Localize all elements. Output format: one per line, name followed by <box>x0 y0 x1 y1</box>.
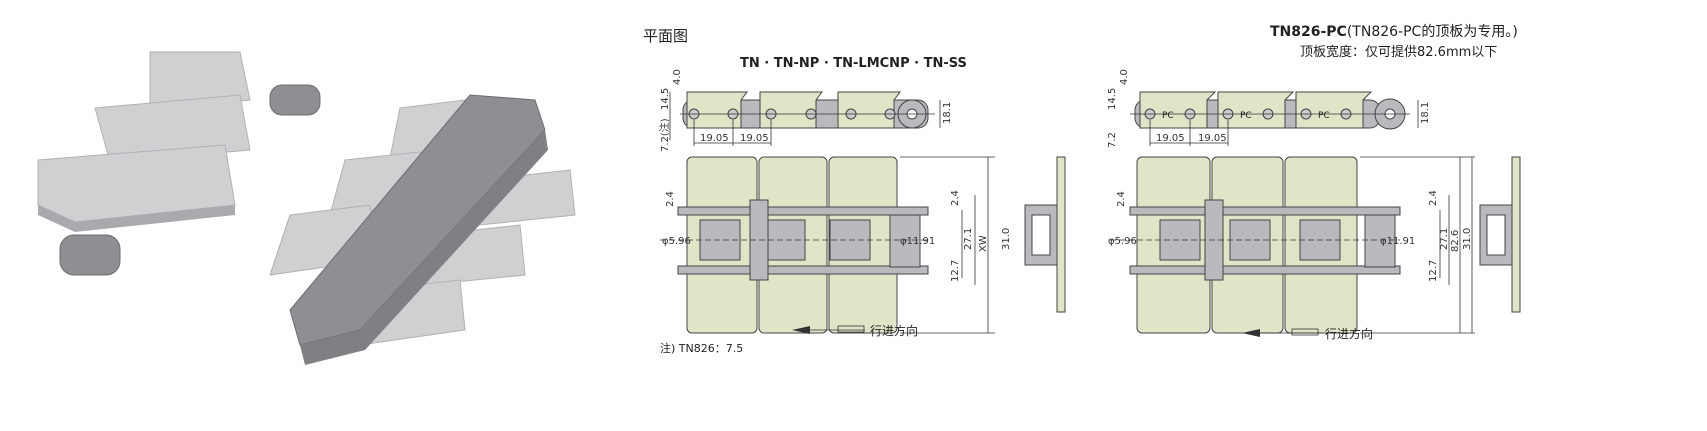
dim-gap-left: 2.4 <box>665 191 676 207</box>
svg-text:TN826-PC(TN826-PC的顶板为专用。): TN826-PC(TN826-PC的顶板为专用。) <box>1270 24 1518 40</box>
plate-mark-2: PC <box>1240 111 1252 121</box>
dim-width-xw: XW <box>978 235 989 252</box>
product-photo-chain-side <box>269 94 576 365</box>
pc-title: TN826-PC <box>1270 24 1347 40</box>
direction-label: 行进方向 <box>870 323 918 338</box>
dim-pin-diameter: φ5.96 <box>662 236 691 247</box>
pc-dim-bottom: 7.2 <box>1107 132 1118 148</box>
dim-pitch-2: 19.05 <box>740 133 769 144</box>
plan-view-heading: 平面图 <box>643 27 688 45</box>
pc-dim-pitch-1: 19.05 <box>1156 133 1185 144</box>
dim-gap-right: 2.4 <box>950 190 961 206</box>
plate-mark-3: PC <box>1318 111 1330 121</box>
end-view-pc <box>1479 156 1521 313</box>
end-view-standard <box>1024 156 1066 313</box>
dim-offset: 12.7 <box>950 260 961 282</box>
pc-subtitle: 顶板宽度：仅可提供82.6mm以下 <box>1300 44 1497 60</box>
dim-link-height: 18.1 <box>942 102 953 124</box>
series-title: TN · TN-NP · TN-LMCNP · TN-SS <box>740 56 967 71</box>
pc-dim-gap-left: 2.4 <box>1116 191 1127 207</box>
pc-dim-inner: 27.1 <box>1439 228 1450 250</box>
pc-title-note: (TN826-PC的顶板为专用。) <box>1347 24 1518 40</box>
pc-dim-edge: 31.0 <box>1462 228 1473 250</box>
dim-roller-diameter: φ11.91 <box>900 236 935 247</box>
pc-dim-top: 4.0 <box>1119 69 1130 85</box>
top-view-pc <box>1110 156 1475 334</box>
pc-dim-pin-diameter: φ5.96 <box>1108 236 1137 247</box>
dim-inner: 27.1 <box>963 228 974 250</box>
side-view-standard <box>669 91 941 146</box>
pc-direction-label: 行进方向 <box>1325 326 1373 341</box>
dim-pitch-1: 19.05 <box>700 133 729 144</box>
pc-dim-roller-diameter: φ11.91 <box>1380 236 1415 247</box>
product-photo-top-plate-chain <box>37 51 321 276</box>
pc-dim-link-height: 18.1 <box>1420 102 1431 124</box>
dim-edge: 31.0 <box>1001 228 1012 250</box>
dim-height: 14.5 <box>660 88 671 110</box>
side-view-pc <box>1130 91 1419 146</box>
pc-dim-offset: 12.7 <box>1428 260 1439 282</box>
dim-bottom: 7.2(注) <box>658 118 671 152</box>
pc-dim-height: 14.5 <box>1107 88 1118 110</box>
pc-dim-pitch-2: 19.05 <box>1198 133 1227 144</box>
dim-top: 4.0 <box>672 69 683 85</box>
pc-dim-width: 82.6 <box>1450 230 1461 252</box>
footnote: 注) TN826：7.5 <box>660 341 743 355</box>
top-view-standard <box>660 156 995 334</box>
pc-dim-gap-right: 2.4 <box>1428 190 1439 206</box>
direction-arrow-icon <box>792 325 865 334</box>
plate-mark-1: PC <box>1162 111 1174 121</box>
pc-direction-arrow-icon <box>1242 328 1320 337</box>
